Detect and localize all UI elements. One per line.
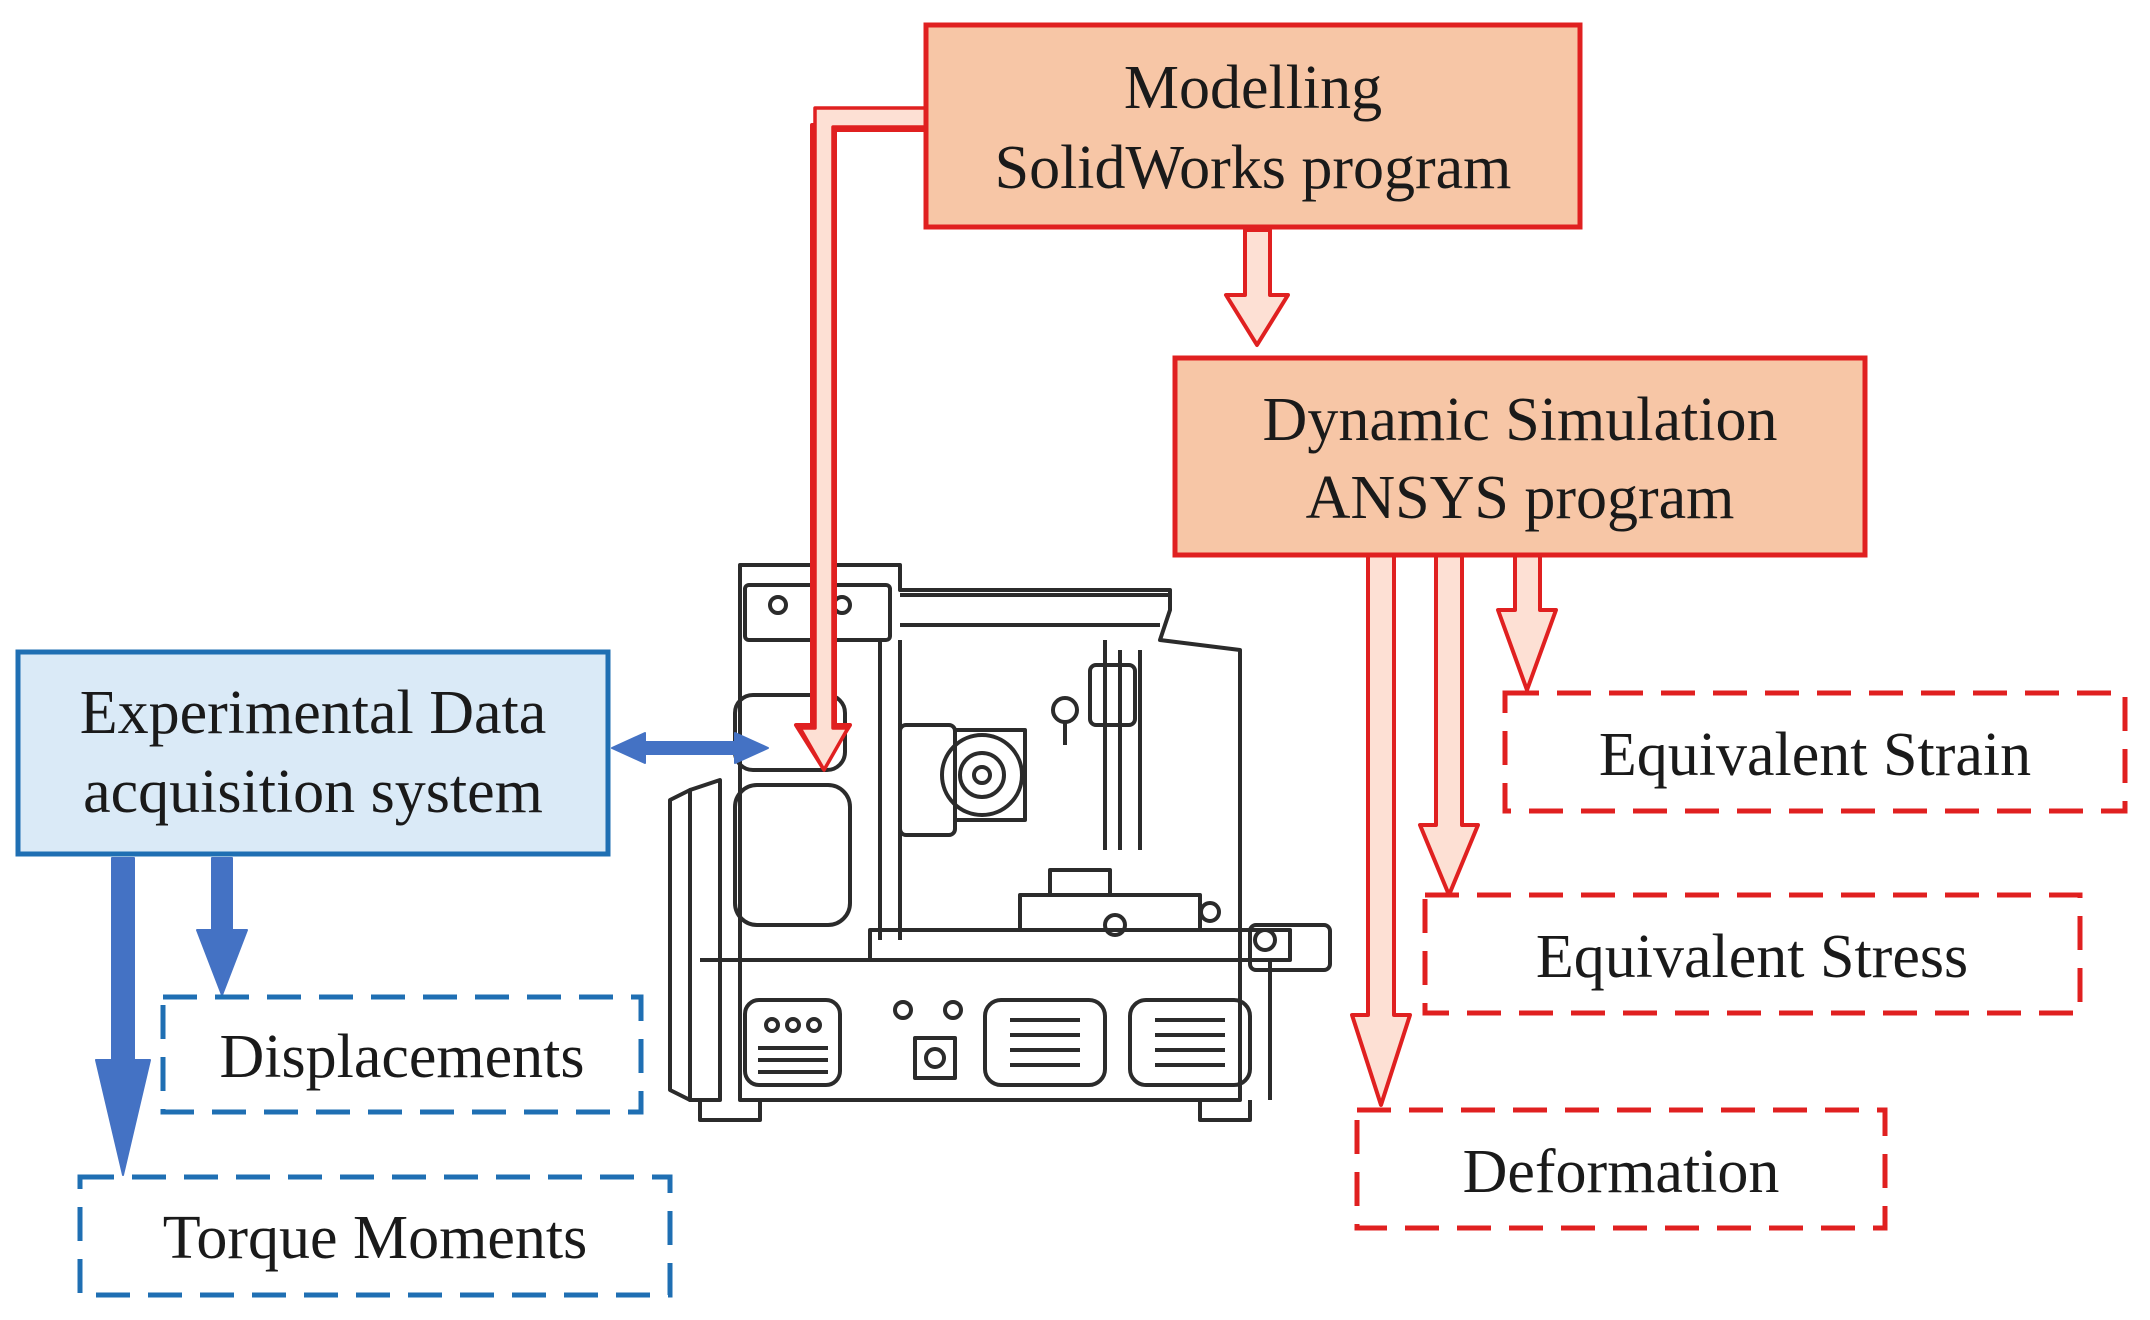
modelling-box: Modelling SolidWorks program — [923, 22, 1583, 230]
torque-moments-label: Torque Moments — [163, 1204, 587, 1272]
displacements-label: Displacements — [219, 1023, 584, 1091]
modelling-to-simulation-arrow — [1224, 228, 1290, 347]
experimental-subtitle: acquisition system — [83, 758, 543, 826]
equivalent-stress-label: Equivalent Stress — [1536, 923, 1968, 991]
deformation-label: Deformation — [1463, 1138, 1780, 1206]
simulation-box: Dynamic Simulation ANSYS program — [1172, 355, 1868, 558]
equivalent-strain-box: Equivalent Strain — [1502, 690, 2128, 814]
displacements-box: Displacements — [160, 994, 644, 1115]
simulation-subtitle: ANSYS program — [1306, 464, 1735, 532]
simulation-title: Dynamic Simulation — [1263, 386, 1778, 454]
deformation-box: Deformation — [1354, 1107, 1888, 1231]
grinding-machine-drawing — [668, 563, 1332, 1122]
simulation-to-strain-arrow — [1496, 553, 1558, 692]
experimental-box: Experimental Data acquisition system — [15, 649, 611, 857]
simulation-to-stress-arrow — [1418, 553, 1480, 897]
equivalent-strain-label: Equivalent Strain — [1599, 721, 2031, 789]
torque-moments-box: Torque Moments — [77, 1174, 673, 1298]
experimental-machine-double-arrow — [611, 732, 769, 764]
simulation-to-deformation-arrow — [1350, 553, 1412, 1107]
equivalent-stress-box: Equivalent Stress — [1422, 892, 2083, 1016]
experimental-to-displacements-arrow — [196, 857, 248, 996]
experimental-title: Experimental Data — [80, 679, 547, 747]
modelling-title: Modelling — [1124, 54, 1382, 122]
modelling-subtitle: SolidWorks program — [995, 134, 1512, 202]
experimental-to-torque-arrow — [95, 857, 151, 1176]
